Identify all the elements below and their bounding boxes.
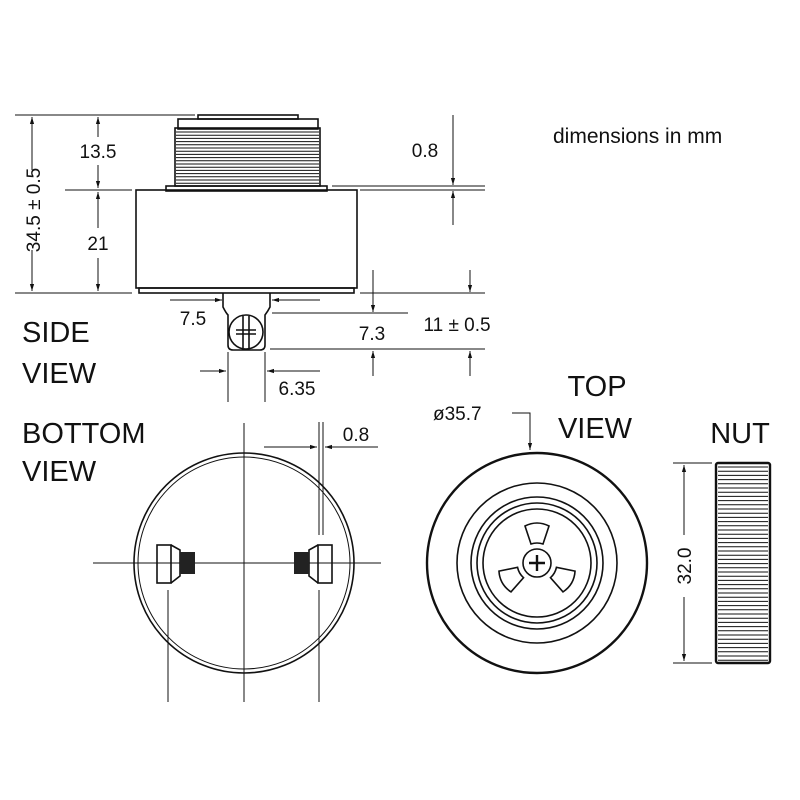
vent-tabs <box>498 522 576 593</box>
bottom-view-label-2: VIEW <box>22 456 97 488</box>
top-view-label-1: TOP <box>567 371 626 403</box>
side-view-label-1: SIDE <box>22 317 90 349</box>
top-view: TOP VIEW ø35.7 <box>425 371 649 675</box>
plus-icon <box>529 555 545 571</box>
side-view-label-2: VIEW <box>22 358 97 390</box>
terminal-screw <box>228 314 264 350</box>
units-note: dimensions in mm <box>553 125 722 148</box>
dim-thread-height: 13.5 <box>80 142 117 163</box>
terminal-left <box>156 544 195 584</box>
bottom-view: BOTTOM VIEW 0.8 <box>22 418 381 702</box>
dim-terminal-offset: 7.3 <box>359 324 385 345</box>
dim-terminal-width: 7.5 <box>180 309 206 330</box>
base-plate <box>138 287 355 294</box>
dim-screw-width: 6.35 <box>279 379 316 400</box>
dim-overall-height: 34.5 ± 0.5 <box>24 168 45 252</box>
body <box>135 189 358 289</box>
screw-slot-icon <box>236 316 256 348</box>
nut-view: NUT 32.0 <box>673 418 772 665</box>
dim-body-height: 21 <box>87 234 108 255</box>
terminal-right <box>294 544 333 584</box>
terminal <box>222 293 271 351</box>
top-view-label-2: VIEW <box>558 413 633 445</box>
nut-knurling <box>718 466 768 661</box>
dim-nut-diameter: 32.0 <box>675 548 696 585</box>
center-screw <box>522 548 552 578</box>
flange <box>165 185 328 192</box>
thread <box>174 127 321 187</box>
dim-terminal-height: 11 ± 0.5 <box>423 315 490 336</box>
dim-top-diameter: ø35.7 <box>433 404 482 425</box>
side-view: 34.5 ± 0.5 13.5 21 0.8 7.3 11 ± 0.5 7.5 … <box>15 114 491 402</box>
dim-terminal-gap: 0.8 <box>343 425 369 446</box>
bottom-view-label-1: BOTTOM <box>22 418 146 450</box>
nut-label: NUT <box>710 418 770 450</box>
dim-flange: 0.8 <box>412 141 438 162</box>
